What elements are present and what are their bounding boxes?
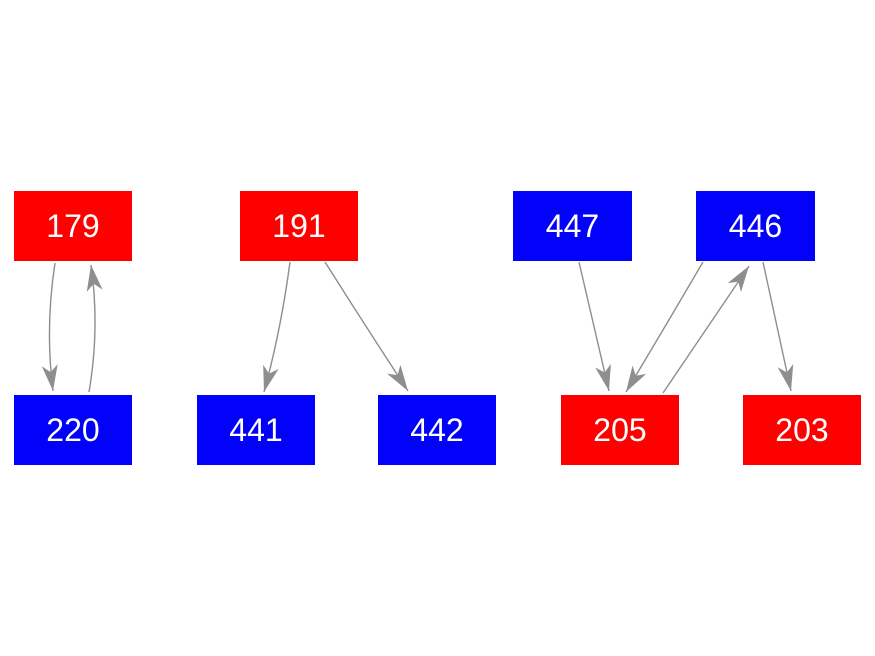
edge-191-441 <box>263 261 291 393</box>
edge-446-203 <box>762 261 794 392</box>
node-203: 203 <box>743 395 861 465</box>
node-447-label: 447 <box>546 208 599 244</box>
edge-447-205 <box>578 261 611 392</box>
node-442: 442 <box>378 395 496 465</box>
node-191-label: 191 <box>272 208 325 244</box>
edge-191-442 <box>324 261 409 392</box>
node-446: 446 <box>696 191 815 261</box>
node-447-box <box>513 191 632 261</box>
node-220-label: 220 <box>46 412 99 448</box>
edge-layer <box>41 261 794 394</box>
node-179-label: 179 <box>46 208 99 244</box>
edge-205-446 <box>662 265 750 394</box>
node-446-label: 446 <box>729 208 782 244</box>
node-191: 191 <box>240 191 358 261</box>
node-442-label: 442 <box>410 412 463 448</box>
node-191-box <box>240 191 358 261</box>
node-220-box <box>14 395 132 465</box>
node-203-box <box>743 395 861 465</box>
node-441: 441 <box>197 395 315 465</box>
node-446-box <box>696 191 815 261</box>
node-205: 205 <box>561 395 679 465</box>
node-179: 179 <box>14 191 132 261</box>
edge-179-220 <box>41 262 58 392</box>
node-205-box <box>561 395 679 465</box>
node-179-box <box>14 191 132 261</box>
node-220: 220 <box>14 395 132 465</box>
node-442-box <box>378 395 496 465</box>
node-441-label: 441 <box>229 412 282 448</box>
node-441-box <box>197 395 315 465</box>
edge-446-205 <box>625 261 704 393</box>
node-447: 447 <box>513 191 632 261</box>
node-layer: 179 191 447 446 220 441 442 205 203 <box>14 191 861 465</box>
node-205-label: 205 <box>593 412 646 448</box>
edge-220-179 <box>86 264 103 393</box>
node-203-label: 203 <box>775 412 828 448</box>
